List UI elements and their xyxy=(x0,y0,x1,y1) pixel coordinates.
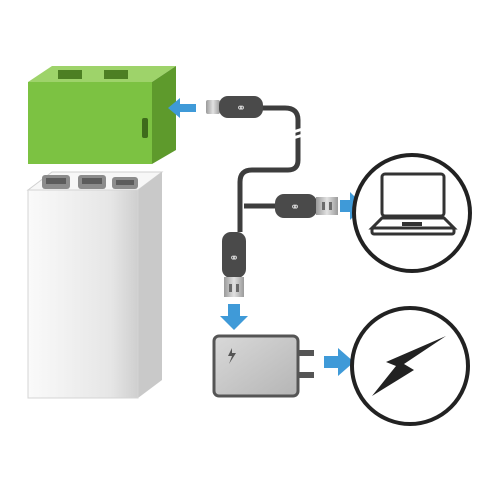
blue-arrow-icon xyxy=(324,348,354,376)
usb-a-connector-laptop: ⚭ xyxy=(275,194,338,218)
svg-text:⚭: ⚭ xyxy=(290,200,300,214)
wall-charger-icon xyxy=(212,334,314,398)
green-usb-adapter-icon xyxy=(28,66,176,164)
micro-usb-connector: ⚭ xyxy=(206,96,263,118)
blue-arrow-icon xyxy=(340,192,364,220)
blue-arrow-icon xyxy=(220,304,248,330)
usb-a-connector-charger: ⚭ xyxy=(222,232,246,297)
laptop-icon xyxy=(352,153,472,273)
lightning-bolt-icon xyxy=(350,306,470,426)
white-battery-pack-icon xyxy=(26,171,164,399)
svg-text:⚭: ⚭ xyxy=(236,101,246,115)
battery-top-contacts xyxy=(42,175,138,189)
blue-arrow-icon xyxy=(168,98,196,118)
svg-text:⚭: ⚭ xyxy=(229,251,239,265)
splitter-usb-cable-icon: ⚭ ⚭ ⚭ xyxy=(206,96,338,297)
